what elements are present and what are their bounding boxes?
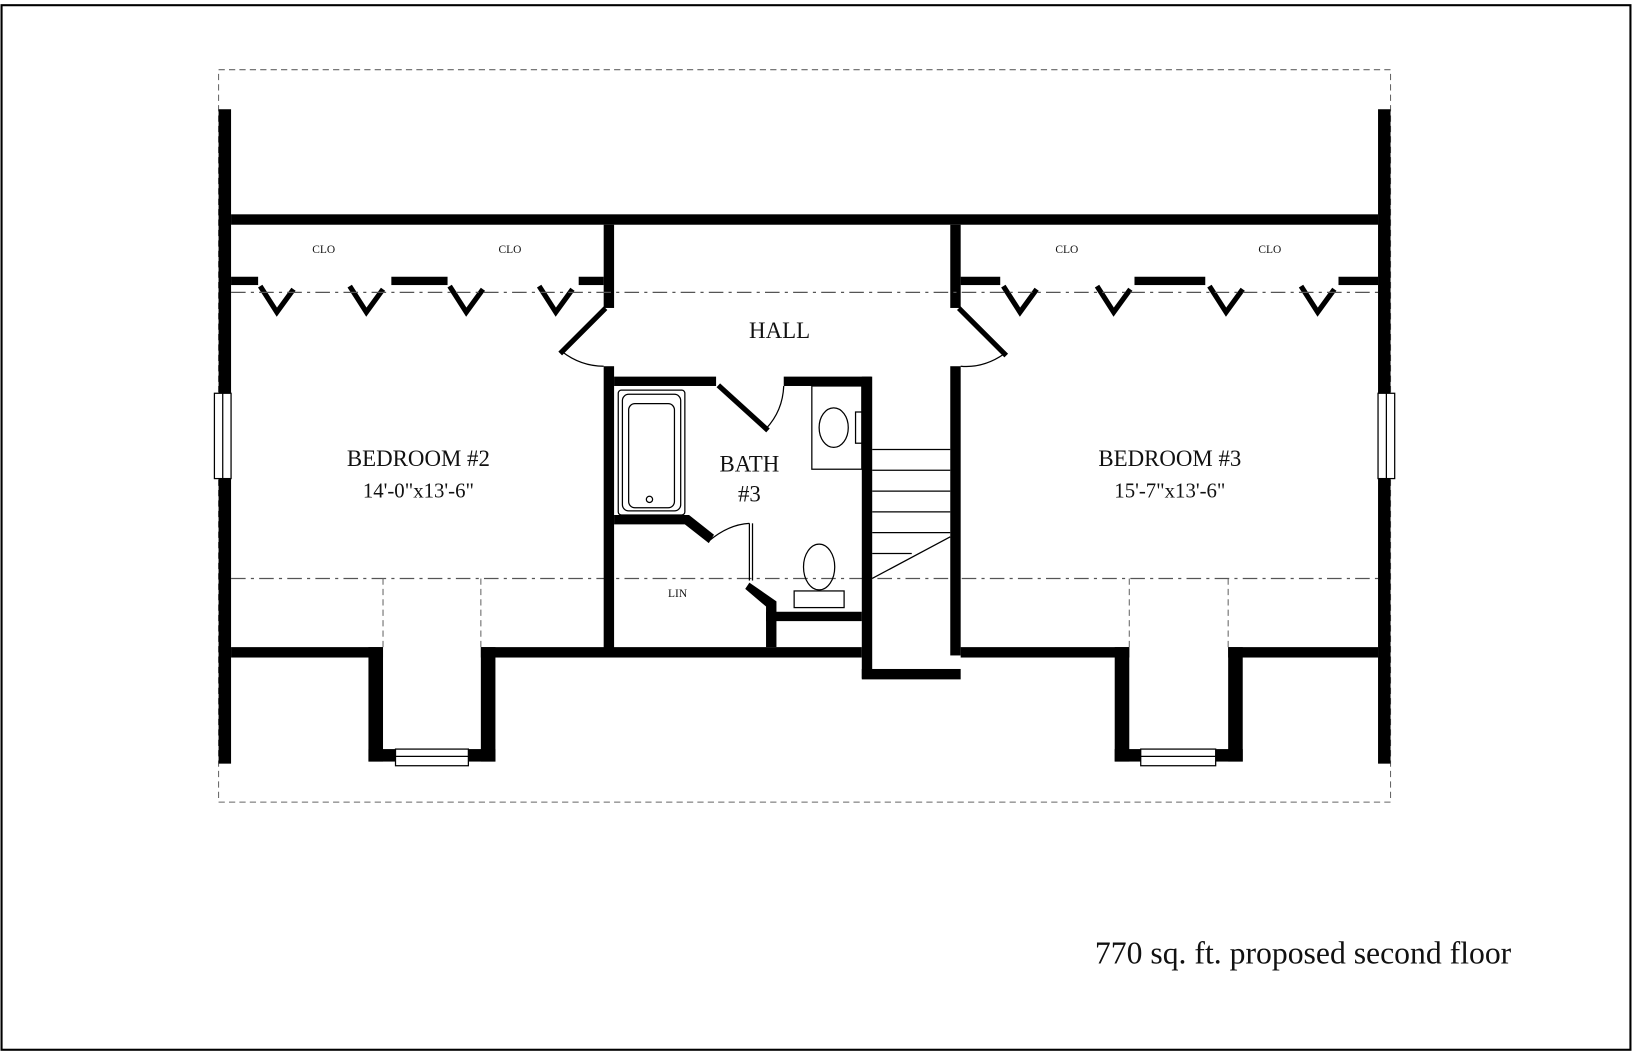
closet-wall-seg: [391, 276, 448, 286]
roof-outline: [218, 69, 1392, 803]
door-bedroom2[interactable]: [558, 306, 608, 367]
window-right: [1377, 392, 1396, 480]
bath3-label: BATH: [720, 451, 780, 476]
toilet-niche-wall: [766, 611, 862, 622]
sink-icon: [811, 385, 867, 470]
bath-linen-wall: [614, 514, 714, 544]
floor-caption: 770 sq. ft. proposed second floor: [1095, 935, 1512, 970]
closet-wall-seg: [960, 276, 1001, 286]
stairs: [871, 448, 951, 580]
door-linen[interactable]: [708, 522, 754, 581]
bathtub-icon: [617, 389, 686, 516]
hall-wall-left-lower: [603, 366, 615, 656]
hall-wall-right-upper: [950, 224, 961, 308]
linen-right-wall: [745, 582, 777, 648]
toilet-icon: [793, 543, 845, 609]
window-dormer-left: [394, 748, 469, 767]
closet-wall-seg: [1338, 276, 1379, 286]
bedroom2-label: BEDROOM #2: [347, 446, 490, 471]
door-bedroom3[interactable]: [956, 306, 1009, 368]
closet-wall-seg: [1134, 276, 1206, 286]
bedroom3-size: 15'-7"x13'-6": [1114, 478, 1225, 502]
hall-wall-left-upper: [603, 224, 615, 308]
hall-label: HALL: [749, 318, 810, 343]
dormer-right-wall-r: [1228, 647, 1243, 762]
window-left: [213, 392, 232, 480]
top-interior-wall: [231, 214, 1379, 225]
bath-top-wall-left: [614, 376, 717, 386]
page-frame: [0, 4, 1632, 1051]
bottom-wall-left: [231, 647, 384, 658]
bath-top-wall-right: [783, 376, 872, 386]
closet-wall-seg: [578, 276, 604, 286]
bottom-wall-right-a: [960, 647, 1130, 658]
closet-label: CLO: [1055, 244, 1078, 256]
stair-bottom-wall: [861, 668, 961, 680]
dormer-right-wall-l: [1114, 647, 1130, 762]
closet-label: CLO: [312, 244, 335, 256]
dormer-left-wall-l: [368, 647, 384, 762]
linen-label: LIN: [668, 588, 687, 600]
window-dormer-right: [1140, 748, 1217, 767]
hall-wall-right-lower: [950, 366, 961, 656]
bifold-doors: [258, 284, 1337, 317]
closet-label: CLO: [499, 244, 522, 256]
bottom-wall-mid: [480, 647, 862, 658]
closet-wall-seg: [231, 276, 259, 286]
door-bath[interactable]: [716, 383, 785, 433]
closet-label: CLO: [1258, 244, 1281, 256]
bottom-wall-right-b: [1228, 647, 1379, 658]
bedroom2-size: 14'-0"x13'-6": [363, 478, 474, 502]
dormer-left-wall-r: [480, 647, 496, 762]
bedroom3-label: BEDROOM #3: [1098, 446, 1241, 471]
bath3-number: #3: [738, 481, 761, 506]
bath-right-wall: [861, 376, 873, 679]
